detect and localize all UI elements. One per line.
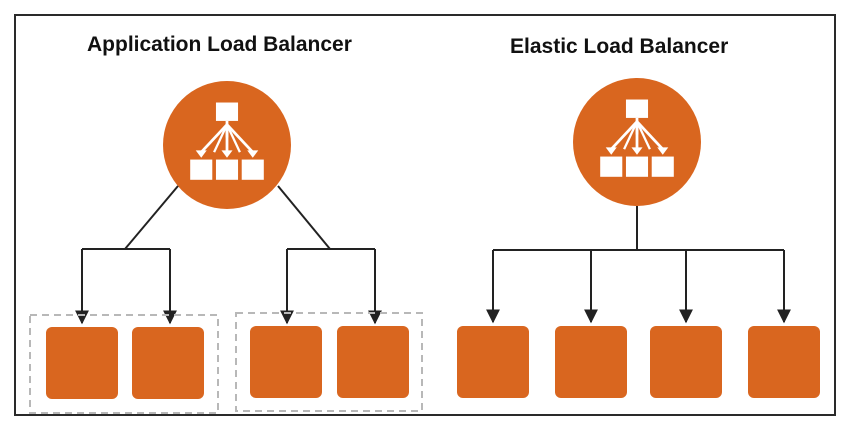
target-group (29, 314, 219, 414)
connector-line (124, 185, 179, 250)
connector-line (277, 185, 331, 250)
diagram-frame (14, 14, 836, 416)
target-instance (250, 326, 322, 398)
target-instance (457, 326, 529, 398)
target-instance (337, 326, 409, 398)
target-instance (132, 327, 204, 399)
elastic-load-balancer-title: Elastic Load Balancer (510, 35, 729, 58)
target-group (235, 312, 423, 412)
target-instance (46, 327, 118, 399)
target-instance (748, 326, 820, 398)
target-instance (650, 326, 722, 398)
elastic-load-balancer (457, 78, 820, 398)
application-load-balancer (29, 81, 423, 414)
target-instance (555, 326, 627, 398)
application-load-balancer-title: Application Load Balancer (87, 33, 352, 56)
